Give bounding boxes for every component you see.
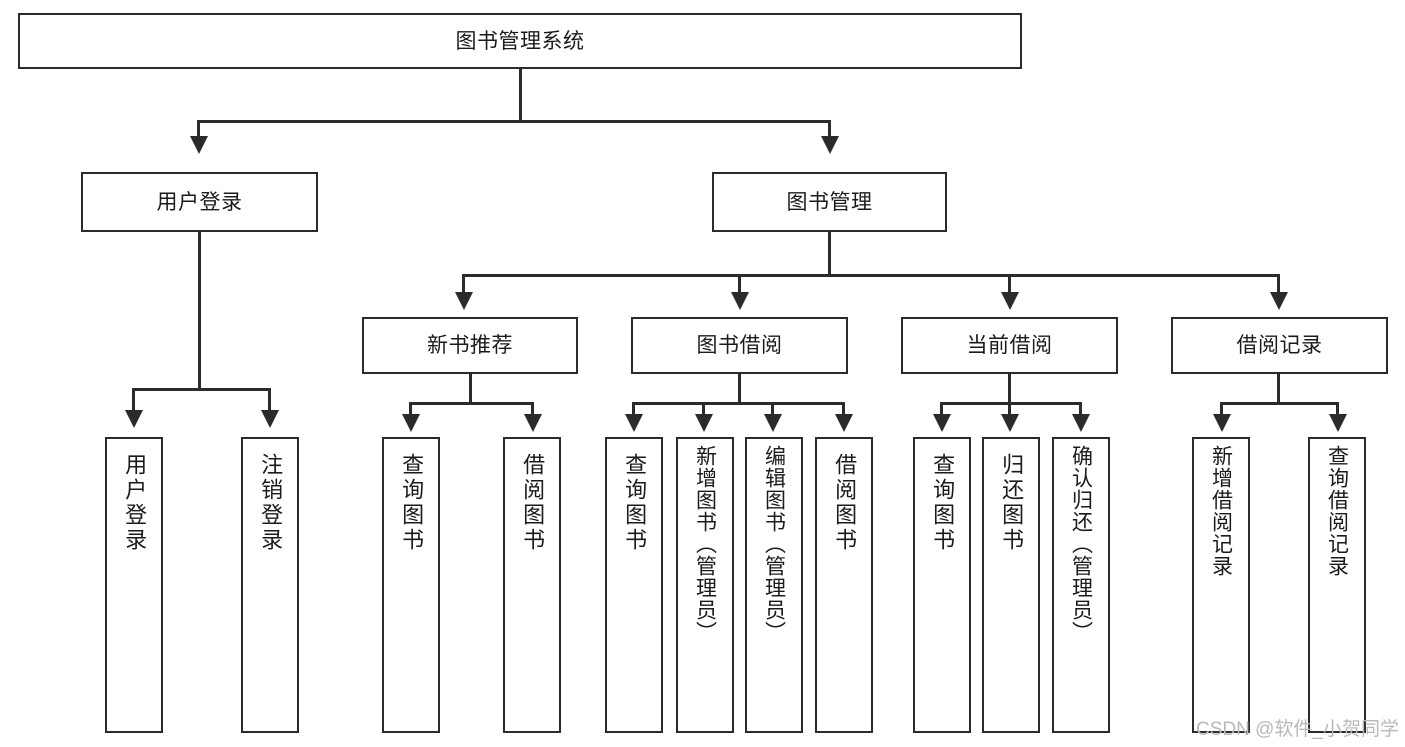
node-root[interactable]: 图书管理系统 [18,13,1022,69]
connector-user-login-drop-2 [268,388,271,412]
connector-br-drop-2 [1336,402,1339,416]
connector-nbr-bus [409,402,534,405]
leaf-query-book-2-label: 查询图书 [622,453,648,553]
connector-bb-drop-2 [702,402,705,416]
connector-cb-drop-3 [1079,402,1082,416]
leaf-borrow-book-1-label: 借阅图书 [520,453,546,553]
leaf-add-record-label: 新增借阅记录 [1209,445,1233,577]
connector-cb-stem [1008,374,1011,404]
arrow-to-leaf-edit-book [764,414,782,432]
leaf-query-book-3[interactable]: 查询图书 [913,437,971,733]
leaf-borrow-book-1[interactable]: 借阅图书 [503,437,561,733]
connector-cb-bus [940,402,1082,405]
arrow-to-book-manage [821,136,839,154]
leaf-query-book-3-label: 查询图书 [930,453,956,553]
connector-br-bus [1220,402,1339,405]
leaf-user-login[interactable]: 用户登录 [105,437,163,733]
node-borrow-record[interactable]: 借阅记录 [1171,317,1388,374]
connector-bm-drop-3 [1008,274,1011,294]
leaf-query-record-label: 查询借阅记录 [1325,445,1349,577]
arrow-to-borrow-record [1270,292,1288,310]
connector-nbr-drop-1 [409,402,412,416]
node-book-manage-label: 图书管理 [786,190,873,214]
leaf-logout[interactable]: 注销登录 [241,437,299,733]
arrow-to-book-borrow [731,292,749,310]
arrow-to-leaf-borrow-book-1 [524,414,542,432]
connector-root-bus [197,120,831,123]
arrow-to-leaf-query-book-3 [933,414,951,432]
arrow-to-current-borrow [1001,292,1019,310]
leaf-query-book-2[interactable]: 查询图书 [605,437,663,733]
arrow-to-leaf-add-record [1213,414,1231,432]
connector-cb-drop-2 [1008,402,1011,416]
connector-bb-stem [738,374,741,404]
connector-root-drop-left [197,120,200,138]
leaf-borrow-book-2-label: 借阅图书 [832,453,858,553]
connector-book-manage-bus [462,274,1280,277]
node-book-borrow-label: 图书借阅 [696,334,783,357]
leaf-edit-book[interactable]: 编辑图书（管理员） [745,437,803,733]
connector-root-stem [519,69,522,121]
arrow-to-leaf-return-book [1001,414,1019,432]
leaf-return-book[interactable]: 归还图书 [982,437,1040,733]
leaf-query-record[interactable]: 查询借阅记录 [1308,437,1366,733]
connector-book-manage-stem [828,232,831,276]
arrow-to-leaf-confirm-return [1072,414,1090,432]
leaf-borrow-book-2[interactable]: 借阅图书 [815,437,873,733]
leaf-edit-book-label: 编辑图书（管理员） [762,445,786,643]
arrow-to-leaf-query-book-2 [625,414,643,432]
leaf-confirm-return[interactable]: 确认归还（管理员） [1052,437,1110,733]
node-root-label: 图书管理系统 [455,29,585,53]
connector-bb-drop-4 [842,402,845,416]
node-current-borrow[interactable]: 当前借阅 [901,317,1118,374]
connector-user-login-drop-1 [132,388,135,412]
arrow-to-leaf-borrow-book-2 [835,414,853,432]
arrow-to-user-login [190,136,208,154]
node-user-login-label: 用户登录 [156,190,243,214]
connector-bm-drop-2 [738,274,741,294]
leaf-user-login-label: 用户登录 [122,453,148,553]
node-book-borrow[interactable]: 图书借阅 [631,317,848,374]
connector-bb-drop-3 [771,402,774,416]
arrow-to-leaf-add-book [695,414,713,432]
connector-br-stem [1277,374,1280,404]
leaf-logout-label: 注销登录 [258,453,284,553]
connector-nbr-drop-2 [531,402,534,416]
leaf-return-book-label: 归还图书 [999,453,1025,553]
connector-user-login-bus [132,388,271,391]
leaf-confirm-return-label: 确认归还（管理员） [1069,445,1093,643]
arrow-to-new-book-rec [455,292,473,310]
leaf-query-book-1[interactable]: 查询图书 [382,437,440,733]
node-user-login[interactable]: 用户登录 [81,172,318,232]
arrow-to-leaf-login [125,410,143,428]
node-book-manage[interactable]: 图书管理 [712,172,947,232]
connector-root-drop-right [828,120,831,138]
arrow-to-leaf-query-record [1329,414,1347,432]
connector-user-login-stem [198,232,201,390]
leaf-query-book-1-label: 查询图书 [399,453,425,553]
leaf-add-record[interactable]: 新增借阅记录 [1192,437,1250,733]
connector-cb-drop-1 [940,402,943,416]
connector-bm-drop-1 [462,274,465,294]
leaf-add-book-label: 新增图书（管理员） [693,445,717,643]
connector-bb-bus [632,402,845,405]
node-borrow-record-label: 借阅记录 [1236,334,1323,357]
node-new-book-rec-label: 新书推荐 [427,334,513,357]
connector-nbr-stem [469,374,472,404]
connector-bb-drop-1 [632,402,635,416]
connector-br-drop-1 [1220,402,1223,416]
arrow-to-leaf-logout [261,410,279,428]
node-new-book-rec[interactable]: 新书推荐 [362,317,578,374]
node-current-borrow-label: 当前借阅 [966,334,1053,357]
arrow-to-leaf-query-book-1 [402,414,420,432]
leaf-add-book[interactable]: 新增图书（管理员） [676,437,734,733]
connector-bm-drop-4 [1277,274,1280,294]
